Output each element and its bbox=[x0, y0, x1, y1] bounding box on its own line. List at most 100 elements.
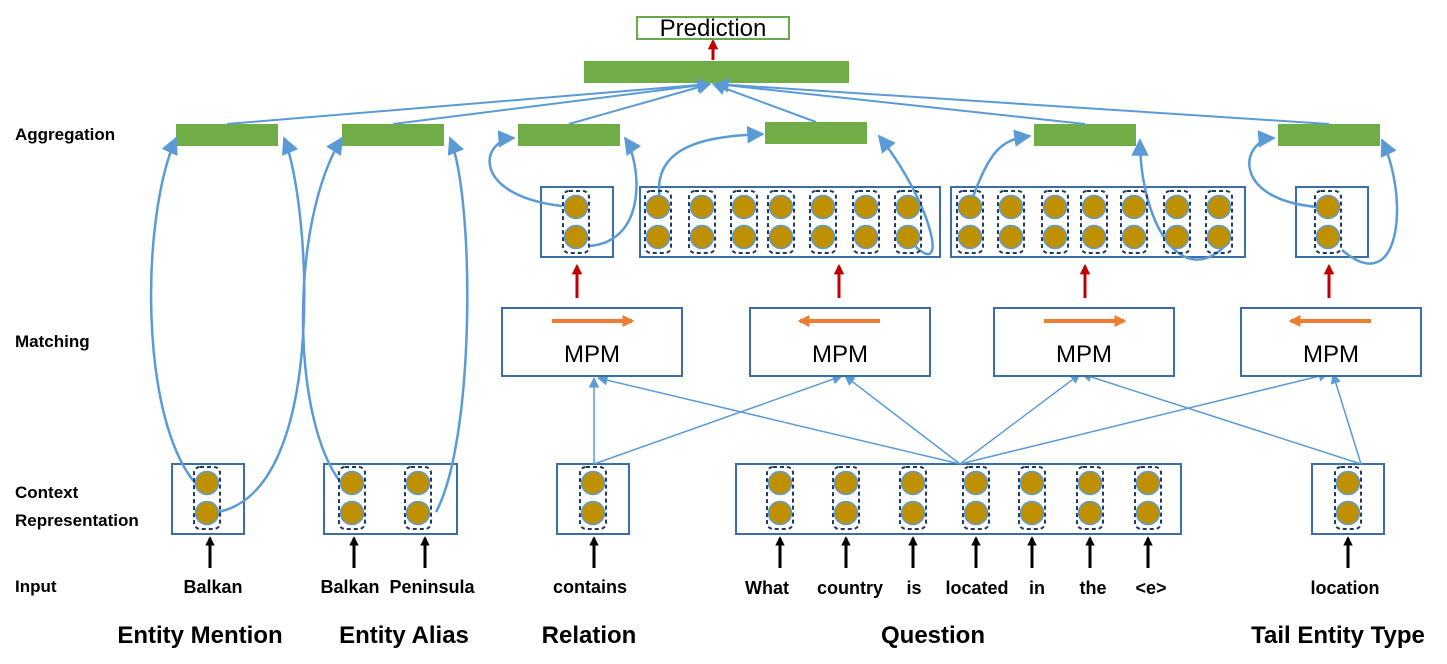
hidden-state-node bbox=[957, 194, 983, 220]
matched-node-pair-question-2 bbox=[1041, 190, 1069, 254]
hidden-state-node bbox=[810, 224, 836, 250]
hidden-state-node bbox=[1121, 194, 1147, 220]
matched-node-pair-question-1 bbox=[852, 190, 880, 254]
hidden-state-node bbox=[194, 500, 220, 526]
mpm-box-3: MPM bbox=[993, 307, 1175, 377]
hidden-state-node bbox=[580, 500, 606, 526]
context-node-pair-question bbox=[962, 466, 990, 530]
group-title-relation: Relation bbox=[541, 622, 637, 649]
hidden-state-node bbox=[645, 224, 671, 250]
hidden-state-node bbox=[767, 500, 793, 526]
hidden-state-node bbox=[900, 470, 926, 496]
matched-node-pair-question-2 bbox=[956, 190, 984, 254]
hidden-state-node bbox=[768, 194, 794, 220]
hidden-state-node bbox=[1315, 194, 1341, 220]
mpm-label: MPM bbox=[812, 341, 868, 368]
hidden-state-node bbox=[1081, 194, 1107, 220]
input-word-entity-mention: Balkan bbox=[183, 577, 243, 597]
input-word-alias-2: Peninsula bbox=[389, 577, 475, 597]
hidden-state-node bbox=[963, 470, 989, 496]
matched-node-pair-question-2 bbox=[1080, 190, 1108, 254]
hidden-state-node bbox=[1164, 194, 1190, 220]
hidden-state-node bbox=[1164, 224, 1190, 250]
context-box-question bbox=[735, 463, 1182, 535]
matched-node-pair-question-1 bbox=[809, 190, 837, 254]
final-aggregation-bar bbox=[584, 61, 849, 83]
input-word-question-3: is bbox=[906, 578, 922, 598]
context-node-pair-entity-alias bbox=[338, 466, 366, 530]
group-title-entity-alias: Entity Alias bbox=[339, 622, 469, 649]
hidden-state-node bbox=[1081, 224, 1107, 250]
hidden-state-node bbox=[405, 500, 431, 526]
hidden-state-node bbox=[563, 194, 589, 220]
context-node-pair-question bbox=[1134, 466, 1162, 530]
matched-node-pair-question-2 bbox=[1120, 190, 1148, 254]
hidden-state-node bbox=[833, 500, 859, 526]
hidden-state-node bbox=[895, 224, 921, 250]
aggregation-to-final-links bbox=[226, 77, 1330, 125]
hidden-state-node bbox=[1206, 224, 1232, 250]
hidden-state-node bbox=[1335, 500, 1361, 526]
hidden-state-node bbox=[963, 500, 989, 526]
hidden-state-node bbox=[194, 470, 220, 496]
mpm-box-2: MPM bbox=[749, 307, 931, 377]
hidden-state-node bbox=[1042, 224, 1068, 250]
hidden-state-node bbox=[689, 194, 715, 220]
matched-box-question-2 bbox=[950, 186, 1246, 258]
input-word-question-7: <e> bbox=[1135, 578, 1167, 598]
aggregation-curves bbox=[149, 125, 1399, 514]
hidden-state-node bbox=[895, 194, 921, 220]
context-node-pair-relation bbox=[579, 466, 607, 530]
hidden-state-node bbox=[580, 470, 606, 496]
hidden-state-node bbox=[810, 194, 836, 220]
aggregation-bar-entity-alias bbox=[342, 124, 444, 146]
input-word-question-6: the bbox=[1079, 578, 1107, 598]
hidden-state-node bbox=[1019, 500, 1045, 526]
hidden-state-node bbox=[900, 500, 926, 526]
matched-node-pair-question-1 bbox=[894, 190, 922, 254]
hidden-state-node bbox=[998, 224, 1024, 250]
hidden-state-node bbox=[563, 224, 589, 250]
matched-node-pair-question-1 bbox=[767, 190, 795, 254]
hidden-state-node bbox=[853, 194, 879, 220]
input-word-question-5: in bbox=[1029, 578, 1045, 598]
hidden-state-node bbox=[1042, 194, 1068, 220]
hidden-state-node bbox=[1019, 470, 1045, 496]
matched-node-pair-question-2 bbox=[1163, 190, 1191, 254]
hidden-state-node bbox=[1077, 500, 1103, 526]
matched-node-pair-question-2 bbox=[997, 190, 1025, 254]
context-node-pair-question bbox=[899, 466, 927, 530]
matched-node-pair-question-2 bbox=[1205, 190, 1233, 254]
context-node-pair-tail-entity-type bbox=[1334, 466, 1362, 530]
hidden-state-node bbox=[1206, 194, 1232, 220]
aggregation-bar-question-1 bbox=[765, 122, 867, 144]
mpm-output-arrows bbox=[571, 263, 1335, 298]
aggregation-bar-entity-mention bbox=[176, 124, 278, 146]
hidden-state-node bbox=[405, 470, 431, 496]
aggregation-bar-tail-entity-type bbox=[1278, 124, 1380, 146]
prediction-label: Prediction bbox=[659, 15, 767, 42]
hidden-state-node bbox=[998, 194, 1024, 220]
prediction-box: Prediction bbox=[636, 15, 790, 42]
group-title-question: Question bbox=[880, 622, 986, 649]
mpm-label: MPM bbox=[564, 341, 620, 368]
input-word-question-4: located bbox=[945, 578, 1009, 598]
context-node-pair-question bbox=[766, 466, 794, 530]
aggregation-bar-question-2 bbox=[1034, 124, 1136, 146]
row-label-input: Input bbox=[15, 577, 57, 596]
row-label-matching: Matching bbox=[15, 332, 90, 351]
hidden-state-node bbox=[689, 224, 715, 250]
mpm-box-4: MPM bbox=[1240, 307, 1422, 377]
context-node-pair-entity-alias bbox=[404, 466, 432, 530]
context-node-pair-question bbox=[1076, 466, 1104, 530]
hidden-state-node bbox=[1077, 470, 1103, 496]
hidden-state-node bbox=[1121, 224, 1147, 250]
hidden-state-node bbox=[957, 224, 983, 250]
mpm-label: MPM bbox=[1056, 341, 1112, 368]
matched-box-relation bbox=[540, 186, 614, 258]
hidden-state-node bbox=[1135, 500, 1161, 526]
context-box-tail-entity-type bbox=[1311, 463, 1385, 535]
input-word-alias-1: Balkan bbox=[320, 577, 380, 597]
input-word-question-2: country bbox=[816, 578, 884, 598]
